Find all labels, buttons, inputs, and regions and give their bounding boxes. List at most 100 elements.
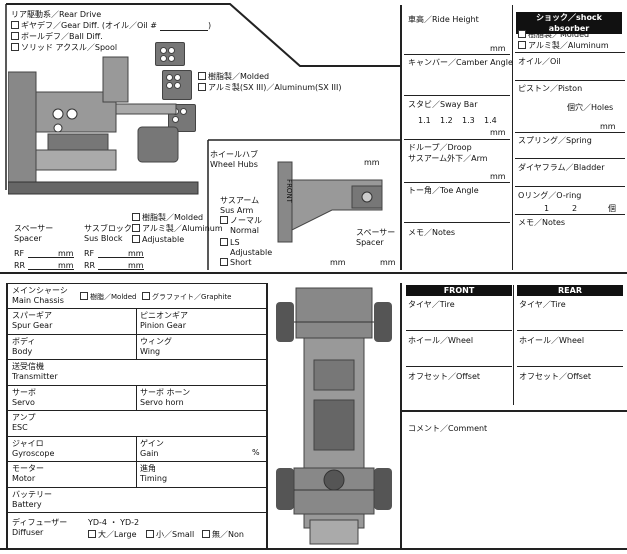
vertical-divider-bottom (400, 283, 402, 548)
oring-val-1[interactable]: 1 (544, 204, 550, 213)
spacer-rf-input[interactable] (28, 257, 74, 258)
row-left-jp: サーボ (12, 387, 36, 397)
bladder-label: ダイヤフラム／Bladder (518, 163, 605, 172)
gear-diff-label: ギヤデフ／Gear Diff. (オイル／Oil # (21, 21, 157, 30)
table-right-border (266, 283, 268, 548)
checkbox[interactable] (220, 238, 228, 246)
block-adjustable-label: Adjustable (142, 235, 185, 244)
block-molded-option[interactable]: 樹脂製／Molded (132, 213, 203, 223)
oring-val-2[interactable]: 2 (572, 204, 578, 213)
comment-divider (402, 410, 627, 412)
checkbox[interactable] (202, 530, 210, 538)
vertical-divider-top (400, 5, 402, 270)
row-mid-divider (136, 333, 137, 359)
row-left-jp: モーター (12, 464, 44, 473)
piston-unit: mm (600, 122, 616, 131)
chassis-graphite-option[interactable]: グラファイト／Graphite (142, 292, 231, 302)
sus-block-rr-label: RR (84, 261, 96, 270)
chassis-topview-illustration (276, 287, 392, 545)
holes-label: 個穴／Holes (567, 103, 614, 112)
shock-title: ショック／shock absorber (516, 12, 622, 34)
hub-molded-option[interactable]: 樹脂製／Molded (198, 72, 269, 82)
comment-label: コメント／Comment (408, 424, 488, 433)
checkbox[interactable] (132, 224, 140, 232)
sway-val-3[interactable]: 1.3 (462, 116, 475, 125)
divider (404, 95, 510, 96)
sway-val-4[interactable]: 1.4 (484, 116, 497, 125)
shock-aluminum-label: アルミ製／Aluminum (528, 41, 609, 50)
rear-panel-frame (5, 3, 400, 270)
sus-block-en: Sus Block (84, 234, 123, 243)
checkbox[interactable] (518, 30, 526, 38)
checkbox[interactable] (198, 83, 206, 91)
diffuser-none-option[interactable]: 無／Non (202, 530, 244, 540)
sus-block-rf-input[interactable] (98, 257, 144, 258)
divider (513, 285, 514, 405)
sus-block-jp: サスブロック (84, 224, 132, 233)
front-tire-label: タイヤ／Tire (408, 300, 455, 309)
sway-val-1[interactable]: 1.1 (418, 116, 431, 125)
arm-short-option[interactable]: Short (220, 258, 251, 268)
arm-short-label: Short (230, 258, 252, 267)
shock-molded-option[interactable]: 樹脂製／Molded (518, 30, 589, 40)
checkbox[interactable] (220, 216, 228, 224)
spacer2-en: Spacer (356, 238, 384, 247)
arm-normal-en: Normal (230, 226, 259, 235)
sway-unit: mm (490, 128, 506, 137)
checkbox[interactable] (11, 21, 19, 29)
arm-normal-jp-label: ノーマル (230, 216, 262, 225)
diffuser-large-label: 大／Large (98, 530, 137, 539)
row-divider (6, 359, 266, 360)
sus-arm-illustration (277, 161, 383, 243)
oil-input-line[interactable] (160, 30, 208, 31)
row-left-en: Transmitter (12, 372, 58, 381)
gear-diff-option[interactable]: ギヤデフ／Gear Diff. (オイル／Oil # (11, 21, 157, 31)
checkbox[interactable] (132, 213, 140, 221)
shock-molded-label: 樹脂製／Molded (528, 30, 590, 39)
hub-aluminum-option[interactable]: アルミ製(SX III)／Aluminum(SX III) (198, 83, 341, 93)
spacer-rr-input[interactable] (28, 269, 74, 270)
arm-bottom-unit-2: mm (380, 258, 396, 267)
checkbox[interactable] (518, 41, 526, 49)
row-right-jp: サーボ ホーン (140, 387, 191, 397)
shock-aluminum-option[interactable]: アルミ製／Aluminum (518, 41, 609, 51)
block-molded-label: 樹脂製／Molded (142, 213, 204, 222)
chassis-graphite-label: グラファイト／Graphite (152, 293, 232, 301)
checkbox[interactable] (80, 292, 88, 300)
checkbox[interactable] (88, 530, 96, 538)
divider (404, 222, 510, 223)
row-left-jp: アンプ (12, 413, 36, 422)
sway-val-2[interactable]: 1.2 (440, 116, 453, 125)
hub-molded-label: 樹脂製／Molded (208, 72, 270, 81)
checkbox[interactable] (11, 43, 19, 51)
divider (517, 366, 623, 367)
row-left-en: Battery (12, 499, 42, 509)
checkbox[interactable] (11, 32, 19, 40)
piston-label: ピストン／Piston (518, 84, 583, 93)
rear-tire-label: タイヤ／Tire (519, 300, 566, 309)
arm-ls-option[interactable]: LS (220, 238, 240, 248)
checkbox[interactable] (142, 292, 150, 300)
ball-diff-option[interactable]: ボールデフ／Ball Diff. (11, 32, 103, 42)
checkbox[interactable] (198, 72, 206, 80)
sus-block-rr-input[interactable] (98, 269, 144, 270)
row-mid-divider (136, 461, 137, 487)
divider (404, 182, 510, 183)
ride-height-unit: mm (490, 44, 506, 53)
row-right-en: Timing (140, 474, 168, 483)
checkbox[interactable] (146, 530, 154, 538)
row-right-jp: ピニオンギア (140, 311, 188, 320)
arm-normal-option[interactable]: ノーマル (220, 216, 262, 226)
block-adjustable-option[interactable]: Adjustable (132, 235, 184, 245)
spacer-rf-label: RF (14, 249, 25, 258)
row-left-jp: 送受信機 (12, 362, 44, 371)
block-aluminum-option[interactable]: アルミ製／Aluminum (132, 224, 223, 234)
spacer-jp: スペーサー (14, 224, 54, 233)
diffuser-small-option[interactable]: 小／Small (146, 530, 194, 540)
spool-option[interactable]: ソリッド アクスル／Spool (11, 43, 117, 53)
chassis-molded-option[interactable]: 樹脂／Molded (80, 292, 136, 302)
divider (406, 366, 512, 367)
checkbox[interactable] (220, 258, 228, 266)
checkbox[interactable] (132, 235, 140, 243)
diffuser-large-option[interactable]: 大／Large (88, 530, 137, 540)
